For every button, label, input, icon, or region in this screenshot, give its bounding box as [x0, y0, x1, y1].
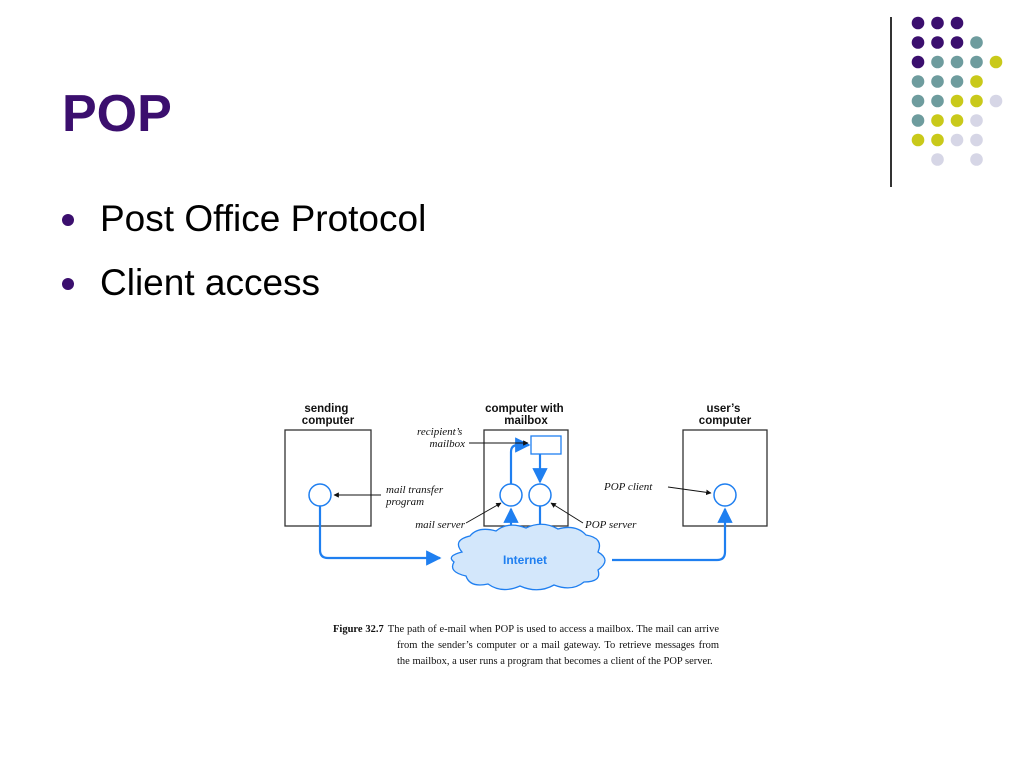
bullet-dot-icon — [62, 214, 74, 226]
pop-server — [528, 483, 552, 507]
mailbox-computer-label: computer with mailbox — [485, 403, 567, 427]
flow-mail-server-to-mailbox — [509, 437, 531, 484]
caption-text: The path of e-mail when POP is used to a… — [387, 624, 719, 667]
decorative-dot — [950, 36, 964, 49]
pop-client-pointer — [667, 486, 712, 496]
pop-server-pointer — [550, 502, 584, 524]
decorative-dot — [931, 36, 944, 49]
bullet-text: Client access — [100, 262, 321, 303]
bullet-list: Post Office Protocol Client access — [62, 200, 426, 328]
recipient-mailbox — [530, 435, 562, 455]
decorative-dot — [950, 16, 964, 30]
decorative-dot — [970, 114, 983, 127]
decorative-dot — [931, 133, 944, 147]
pop-client-label: POP client — [603, 481, 653, 493]
decorative-dot — [970, 36, 983, 49]
decorative-dot — [970, 133, 983, 147]
decorative-dot — [911, 94, 925, 108]
decorative-dot — [931, 114, 944, 127]
pop-client — [713, 483, 737, 507]
mail-transfer-program — [308, 483, 332, 507]
decorative-dot — [931, 16, 944, 30]
flow-sender-to-internet — [318, 506, 442, 566]
bullet-dot-icon — [62, 278, 74, 290]
figure-number: Figure 32.7 — [333, 624, 384, 635]
sending-computer-label: sending computer — [302, 403, 355, 427]
decorative-dot — [950, 55, 964, 69]
mail-transfer-program-label: mail transfer program — [385, 484, 446, 508]
decorative-dot — [970, 94, 983, 108]
sending-computer-box — [284, 429, 372, 527]
decorative-dot — [970, 75, 983, 88]
decorative-dot — [911, 114, 925, 127]
bullet-item: Client access — [62, 264, 426, 328]
decorative-dot — [931, 75, 944, 88]
decorative-dot — [931, 153, 944, 166]
decorative-dot — [931, 94, 944, 108]
decorative-dot — [911, 75, 925, 88]
decorative-dot — [911, 16, 925, 30]
mail-server — [499, 483, 523, 507]
pop-server-label: POP server — [584, 519, 637, 531]
decorative-divider — [890, 17, 892, 187]
decorative-dot — [950, 94, 964, 108]
mail-server-pointer — [465, 502, 502, 524]
internet-cloud: Internet — [450, 523, 606, 591]
decorative-dot — [970, 55, 983, 69]
decorative-dot — [931, 55, 944, 69]
decorative-dot — [911, 55, 925, 69]
bullet-item: Post Office Protocol — [62, 200, 426, 264]
decorative-dot — [911, 36, 925, 49]
users-computer-label: user’s computer — [699, 403, 752, 427]
users-computer-box — [682, 429, 768, 527]
decorative-dot — [911, 133, 925, 147]
slide-title: POP — [62, 85, 172, 143]
decorative-dot — [950, 133, 964, 147]
decorative-dot — [950, 114, 964, 127]
decorative-dot — [950, 75, 964, 88]
decorative-dot — [989, 55, 1003, 69]
flow-internet-to-user — [612, 507, 733, 562]
mailbox-computer-box — [483, 429, 569, 527]
internet-label: Internet — [503, 553, 547, 567]
mail-server-label: mail server — [415, 519, 466, 531]
decorative-dot — [989, 94, 1003, 108]
bullet-text: Post Office Protocol — [100, 198, 427, 239]
recipient-mailbox-label: recipient’s mailbox — [417, 426, 465, 450]
decorative-dot — [970, 153, 983, 166]
decorative-dot-grid — [911, 16, 1003, 166]
